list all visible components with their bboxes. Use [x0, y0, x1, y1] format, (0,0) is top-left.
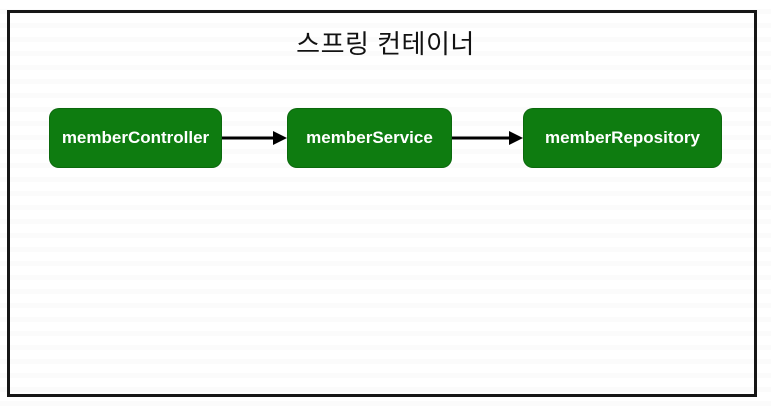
node-member-service: memberService — [287, 108, 452, 168]
diagram-title: 스프링 컨테이너 — [296, 29, 475, 59]
node-member-controller-label: memberController — [61, 128, 210, 147]
right-arrow-icon — [222, 131, 287, 145]
spring-container-frame — [7, 10, 757, 397]
node-member-controller: memberController — [49, 108, 222, 168]
right-arrow-icon — [452, 131, 523, 145]
node-member-repository-label: memberRepository — [545, 128, 700, 147]
arrow-controller-to-service — [222, 128, 287, 148]
arrow-service-to-repository — [452, 128, 523, 148]
node-member-repository: memberRepository — [523, 108, 722, 168]
node-member-service-label: memberService — [306, 128, 433, 147]
